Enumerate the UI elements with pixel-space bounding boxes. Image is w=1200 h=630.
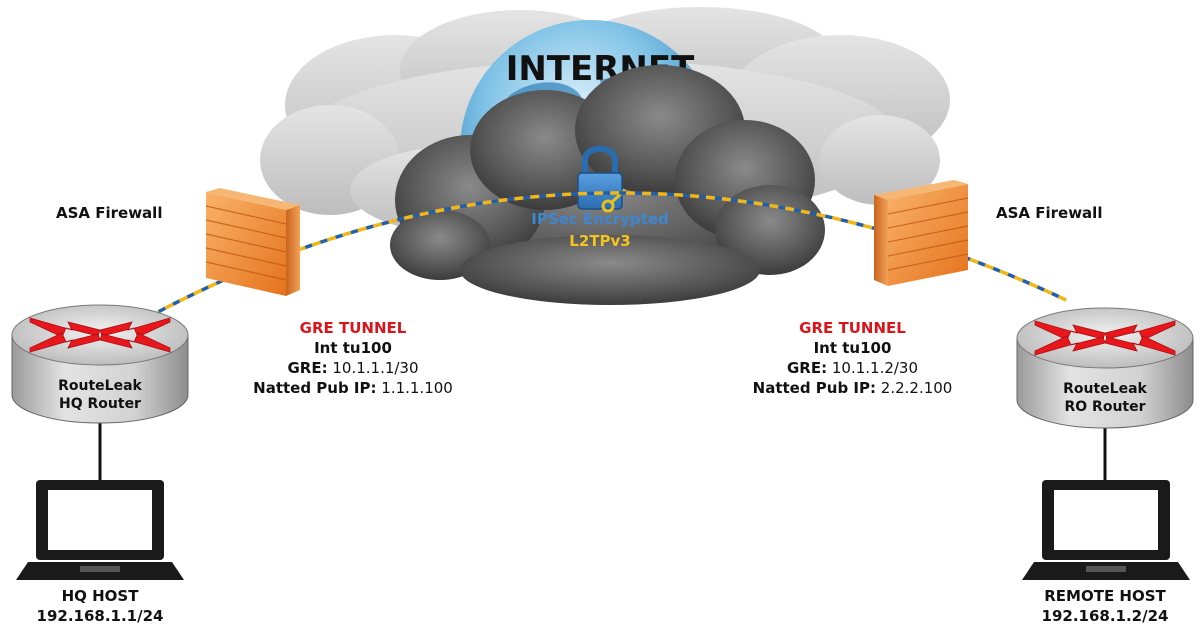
natted-label-hq: Natted Pub IP: — [253, 379, 377, 397]
hq-host-name: HQ HOST — [61, 587, 139, 605]
tunnel-interface-hq: Int tu100 — [314, 339, 392, 357]
gre-tunnel-title-hq: GRE TUNNEL — [299, 319, 407, 337]
gre-ip-hq: 10.1.1.1/30 — [332, 359, 419, 377]
ro-router-name: RouteLeak — [1063, 381, 1147, 397]
lock-icon — [577, 145, 623, 210]
gre-label-ro: GRE: — [786, 359, 828, 377]
firewall-label-right: ASA Firewall — [996, 204, 1103, 222]
router-icon-hq: RouteLeak HQ Router — [11, 304, 189, 424]
l2tpv3-label: L2TPv3 — [569, 232, 630, 250]
hq-host-label: HQ HOST 192.168.1.1/24 — [0, 586, 200, 626]
tunnel-path-blue — [157, 191, 1067, 314]
gre-tunnel-ro: GRE TUNNEL Int tu100 GRE: 10.1.1.2/30 Na… — [725, 318, 980, 398]
gre-label-hq: GRE: — [287, 359, 328, 377]
hq-router-name: RouteLeak — [58, 378, 142, 394]
firewall-icon-right — [874, 180, 969, 286]
natted-label-ro: Natted Pub IP: — [752, 379, 876, 397]
firewall-label-left: ASA Firewall — [56, 204, 163, 222]
hq-host-ip: 192.168.1.1/24 — [36, 607, 164, 625]
gre-tunnel-title-ro: GRE TUNNEL — [799, 319, 906, 337]
tunnel-interface-ro: Int tu100 — [813, 339, 892, 357]
remote-host-name: REMOTE HOST — [1044, 587, 1166, 605]
gre-tunnel-hq: GRE TUNNEL Int tu100 GRE: 10.1.1.1/30 Na… — [228, 318, 478, 398]
ro-router-role: RO Router — [1064, 399, 1145, 415]
natted-ip-hq: 1.1.1.100 — [381, 379, 453, 397]
natted-ip-ro: 2.2.2.100 — [880, 379, 953, 397]
firewall-icon-left — [205, 188, 300, 296]
router-icon-ro: RouteLeak RO Router — [1016, 307, 1194, 429]
remote-host-label: REMOTE HOST 192.168.1.2/24 — [1010, 586, 1200, 626]
laptop-icon-remote — [1022, 480, 1190, 580]
ipsec-encrypted-label: IPSec Encrypted — [531, 210, 668, 228]
remote-host-ip: 192.168.1.2/24 — [1041, 607, 1169, 625]
gre-ip-ro: 10.1.1.2/30 — [831, 359, 919, 377]
hq-router-role: HQ Router — [59, 396, 141, 412]
laptop-icon-hq — [16, 480, 184, 580]
